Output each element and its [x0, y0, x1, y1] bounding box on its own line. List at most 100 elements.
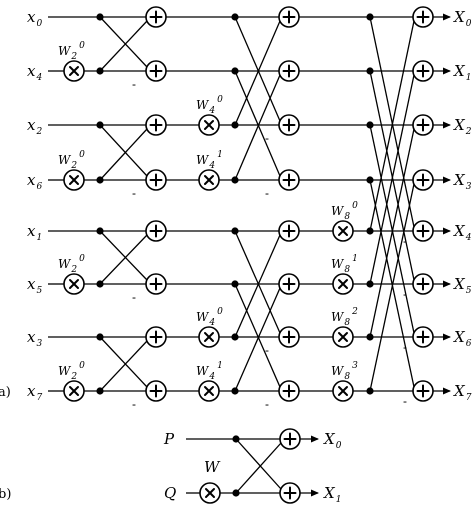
times-stroke	[204, 120, 214, 130]
operators	[63, 6, 434, 504]
times-stroke	[205, 488, 215, 498]
butterfly-output-top-sub: 0	[336, 441, 342, 451]
times-stroke	[69, 66, 79, 76]
input-label: x6	[27, 171, 42, 192]
twiddle-stage2-sub: 4	[208, 318, 215, 328]
input-label: x1	[27, 222, 42, 243]
junction-dot	[96, 333, 104, 341]
twiddle-stage2: W40	[196, 307, 223, 328]
times-stroke	[338, 386, 348, 396]
junction-dot	[366, 333, 374, 341]
cross-wire	[369, 183, 415, 392]
cross-wire	[99, 128, 148, 181]
twiddle-stage3: W81	[331, 254, 358, 275]
cross-wire	[369, 124, 415, 334]
output-label-base: X	[453, 382, 466, 400]
part-label-a: a)	[0, 385, 11, 400]
input-label-sub: 7	[36, 393, 42, 403]
multiplier-icon	[199, 482, 221, 504]
junction-dot	[96, 227, 104, 235]
adder-icon	[278, 380, 300, 402]
cross-wire	[234, 287, 281, 392]
cross-wire	[369, 70, 415, 281]
cross-wire	[99, 16, 148, 68]
adder-icon	[278, 114, 300, 136]
twiddle-stage3-sub: 8	[344, 318, 350, 328]
adder-icon	[278, 273, 300, 295]
adder-icon	[279, 428, 301, 450]
output-label-base: X	[453, 8, 466, 26]
minus-sign: -	[403, 287, 407, 301]
junction-dot	[231, 333, 239, 341]
twiddle-stage1-base: W	[58, 364, 72, 378]
adder-icon	[412, 6, 434, 28]
multiplier-icon	[198, 326, 220, 348]
adder-icon	[278, 60, 300, 82]
twiddle-stage3-sub: 8	[344, 212, 350, 222]
input-label: x7	[27, 382, 42, 403]
multiplier-icon	[332, 273, 354, 295]
input-label-sub: 5	[36, 286, 42, 296]
input-label-sub: 0	[36, 19, 42, 29]
multiplier-icon	[63, 273, 85, 295]
input-label-sub: 4	[35, 73, 42, 83]
output-label: X3	[453, 171, 472, 192]
twiddle-stage1-sub: 2	[70, 372, 77, 382]
output-label-base: X	[453, 62, 466, 80]
minus-sign: -	[265, 131, 269, 145]
twiddle-stage1: W20	[58, 150, 85, 171]
junction-dot	[96, 13, 104, 21]
multiplier-icon	[332, 220, 354, 242]
twiddle-stage1-base: W	[58, 153, 72, 167]
twiddle-stage2-sup: 1	[217, 361, 223, 371]
minus-sign: -	[403, 234, 407, 248]
multiplier-icon	[63, 169, 85, 191]
junction-dot	[231, 227, 239, 235]
junction-dot	[231, 67, 239, 75]
input-label: x4	[27, 62, 42, 83]
junction-dot	[366, 176, 374, 184]
output-label: X2	[453, 116, 472, 137]
junction-dot	[96, 67, 104, 75]
cross-wire	[99, 234, 148, 285]
minus-sign: -	[265, 186, 269, 200]
cross-wire	[235, 442, 282, 494]
cross-wire	[234, 234, 281, 338]
twiddle-stage1-base: W	[58, 44, 72, 58]
junction-dot	[96, 121, 104, 129]
twiddle-stage2-sup: 0	[217, 95, 223, 105]
junction-nodes	[96, 13, 374, 497]
junction-dot	[231, 13, 239, 21]
butterfly-input-q: Q	[164, 484, 176, 502]
junction-dot	[366, 13, 374, 21]
multiplier-icon	[332, 326, 354, 348]
times-stroke	[69, 279, 79, 289]
adder-icon	[412, 380, 434, 402]
butterfly-output-bottom-sub: 1	[336, 495, 342, 505]
times-stroke	[338, 226, 348, 236]
adder-icon	[278, 326, 300, 348]
cross-wire	[369, 16, 415, 228]
output-label: X5	[453, 275, 472, 296]
twiddle-stage2: W41	[196, 361, 223, 382]
cross-wire	[234, 70, 281, 177]
adder-icon	[145, 220, 167, 242]
adder-icon	[279, 482, 301, 504]
junction-dot	[366, 387, 374, 395]
input-label-base: x	[27, 8, 36, 26]
junction-dot	[231, 176, 239, 184]
output-label: X1	[453, 62, 471, 83]
junction-dot	[96, 176, 104, 184]
butterfly-output-bottom-base: X	[323, 484, 336, 502]
input-label-base: x	[27, 328, 36, 346]
output-label-sub: 0	[466, 19, 472, 29]
twiddle-stage3-base: W	[331, 310, 345, 324]
multiplier-icon	[198, 114, 220, 136]
twiddle-stage3: W82	[331, 307, 358, 328]
cross-wire	[234, 74, 281, 181]
input-label: x0	[27, 8, 42, 29]
multiplier-icon	[332, 380, 354, 402]
multiplier-icon	[63, 380, 85, 402]
twiddle-stage2-sup: 0	[217, 307, 223, 317]
